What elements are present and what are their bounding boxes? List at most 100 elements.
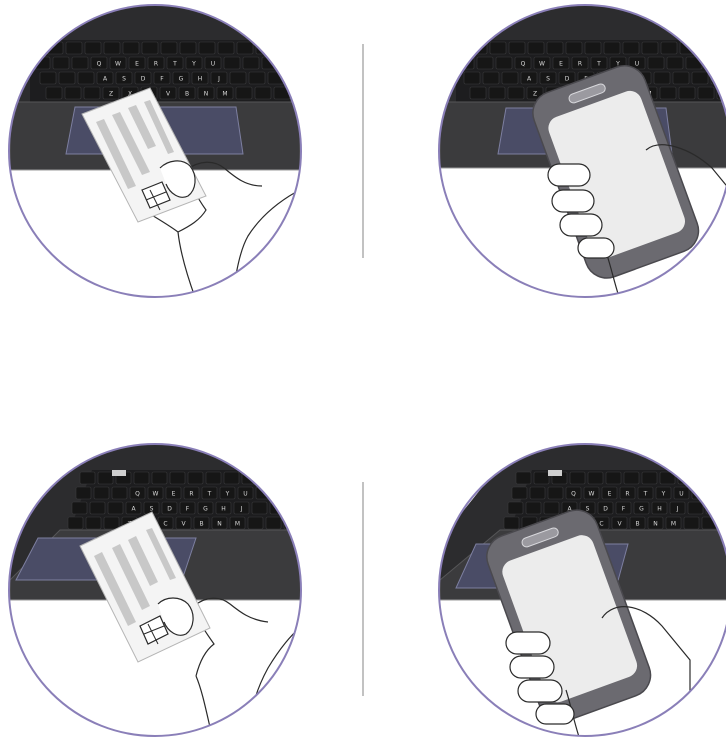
- keyboard-key: [237, 42, 253, 54]
- keyboard-key: [104, 517, 119, 529]
- keyboard-key-legend: F: [622, 506, 626, 513]
- keyboard-key-legend: N: [653, 521, 658, 528]
- keyboard-key-legend: E: [608, 491, 612, 498]
- keyboard-key-legend: M: [222, 91, 227, 98]
- panel-phone-flat: QWERTYUASDFGHJZXCVBNM: [430, 0, 726, 310]
- keyboard-key: [688, 502, 703, 514]
- keyboard-key-legend: D: [141, 76, 146, 83]
- keyboard-key: [274, 487, 289, 499]
- keyboard-key: [489, 87, 505, 99]
- keyboard-key: [714, 472, 726, 484]
- keyboard-key-legend: W: [115, 61, 121, 68]
- keyboard-key: [72, 57, 88, 69]
- keyboard-key: [152, 472, 167, 484]
- keyboard-key: [255, 87, 271, 99]
- keyboard-key: [296, 472, 311, 484]
- keyboard-key: [53, 57, 69, 69]
- panel-card-flat: QWERTYUASDFGHJZXCVBNM: [0, 0, 320, 310]
- keyboard-key-legend: F: [160, 76, 164, 83]
- keyboard-key-legend: D: [167, 506, 172, 513]
- keyboard-key: [40, 72, 56, 84]
- keyboard-key: [65, 87, 81, 99]
- keyboard-key-legend: D: [565, 76, 570, 83]
- keyboard-key: [696, 472, 711, 484]
- keyboard-key-legend: M: [671, 521, 676, 528]
- keyboard-key: [490, 42, 506, 54]
- keyboard-key: [698, 87, 714, 99]
- keyboard-key: [249, 72, 265, 84]
- keyboard-key: [508, 502, 523, 514]
- keyboard-key-legend: U: [211, 61, 215, 68]
- keyboard-key: [678, 472, 693, 484]
- keyboard-key-legend: G: [179, 76, 184, 83]
- keyboard-key-legend: H: [657, 506, 662, 513]
- keyboard-key-legend: J: [217, 76, 220, 83]
- keyboard-key: [218, 42, 234, 54]
- keyboard-key-legend: Y: [661, 491, 666, 498]
- keyboard-key: [112, 487, 127, 499]
- keyboard-key: [526, 502, 541, 514]
- keyboard-key: [278, 472, 293, 484]
- keyboard-key-legend: T: [643, 491, 648, 498]
- keyboard-key: [94, 487, 109, 499]
- keyboard-key: [720, 517, 726, 529]
- keyboard-key-legend: E: [559, 61, 563, 68]
- keyboard-key-legend: R: [189, 491, 193, 498]
- keyboard-key: [86, 517, 101, 529]
- keyboard-key-legend: R: [154, 61, 158, 68]
- keyboard-key: [85, 42, 101, 54]
- keyboard-key: [306, 502, 321, 514]
- keyboard-key: [302, 517, 317, 529]
- keyboard-key: [180, 42, 196, 54]
- keyboard-key: [654, 72, 670, 84]
- keyboard-key: [288, 502, 303, 514]
- keyboard-key: [98, 472, 113, 484]
- keyboard-key: [123, 42, 139, 54]
- keyboard-key: [46, 87, 62, 99]
- keyboard-key: [566, 42, 582, 54]
- keyboard-key: [686, 57, 702, 69]
- keyboard-key: [224, 472, 239, 484]
- keyboard-key: [281, 57, 297, 69]
- keyboard-key: [502, 72, 518, 84]
- keyboard-key: [509, 42, 525, 54]
- keyboard-key-legend: T: [207, 491, 212, 498]
- keyboard-key: [648, 57, 664, 69]
- keyboard-key-legend: U: [679, 491, 683, 498]
- keyboard-key: [642, 42, 658, 54]
- keyboard-key: [528, 42, 544, 54]
- keyboard-key: [80, 472, 95, 484]
- keyboard-key-legend: Q: [521, 61, 526, 68]
- keyboard-key-legend: E: [172, 491, 176, 498]
- keyboard-key-legend: B: [635, 521, 639, 528]
- keyboard-key: [108, 502, 123, 514]
- keyboard-key: [623, 42, 639, 54]
- keyboard-key: [68, 517, 83, 529]
- keyboard-key-legend: Y: [191, 61, 196, 68]
- keyboard-key: [161, 42, 177, 54]
- keyboard-key: [248, 517, 263, 529]
- keyboard-key: [710, 487, 725, 499]
- keyboard-key: [78, 72, 94, 84]
- keyboard-key: [470, 87, 486, 99]
- keyboard-key: [243, 57, 259, 69]
- keyboard-key-legend: S: [546, 76, 550, 83]
- keyboard-key: [673, 72, 689, 84]
- panel-phone-angled: QWERTYUASDFGHJZXCVBNM: [430, 440, 726, 737]
- keyboard-key: [287, 72, 303, 84]
- keyboard-key: [692, 72, 708, 84]
- keyboard-key: [188, 472, 203, 484]
- keyboard-key: [642, 472, 657, 484]
- keyboard-key-legend: B: [199, 521, 203, 528]
- keyboard-key: [530, 487, 545, 499]
- keyboard-key: [90, 502, 105, 514]
- keyboard-key-legend: W: [589, 491, 595, 498]
- keyboard-key-legend: Z: [533, 91, 537, 98]
- keyboard-key-legend: C: [599, 521, 603, 528]
- keyboard-key-legend: Y: [225, 491, 230, 498]
- keyboard-key: [705, 57, 721, 69]
- keyboard-key: [477, 57, 493, 69]
- keyboard-key: [570, 472, 585, 484]
- keyboard-key: [504, 517, 519, 529]
- keyboard-key-legend: B: [185, 91, 189, 98]
